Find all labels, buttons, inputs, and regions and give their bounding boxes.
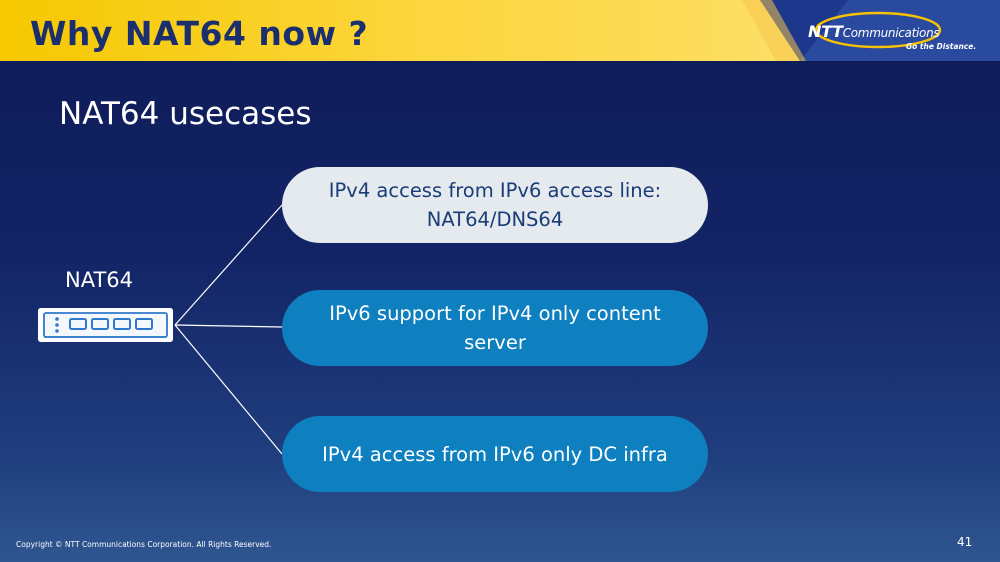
usecase-text: IPv4 access from IPv6 access line: NAT64… — [329, 176, 661, 234]
logo-band-accent — [742, 0, 806, 61]
connector-line-3 — [174, 324, 283, 455]
network-appliance-icon — [38, 308, 173, 342]
logo-communications-text: Communications — [842, 26, 940, 40]
usecase-dc-infra: IPv4 access from IPv6 only DC infra — [282, 416, 708, 492]
device-label: NAT64 — [65, 268, 133, 292]
usecase-ipv6-content-support: IPv6 support for IPv4 only content serve… — [282, 290, 708, 366]
logo-band-stripe — [760, 0, 848, 61]
logo-tagline: Go the Distance. — [906, 42, 977, 51]
logo-ntt-text: NTT — [808, 22, 843, 41]
usecase-text: IPv6 support for IPv4 only content serve… — [329, 299, 661, 357]
page-number: 41 — [957, 535, 973, 549]
connector-line-1 — [174, 204, 283, 326]
usecase-text: IPv4 access from IPv6 only DC infra — [322, 440, 668, 469]
connector-line-2 — [174, 324, 283, 328]
appliance-graphic — [38, 308, 173, 342]
copyright-notice: Copyright © NTT Communications Corporati… — [16, 540, 272, 549]
usecase-line: IPv4 access from IPv6 access line: — [328, 179, 662, 202]
logo-swoosh-icon — [814, 11, 942, 49]
usecase-line: IPv4 access from IPv6 only DC infra — [322, 442, 668, 466]
usecase-line: IPv6 support for IPv4 only content — [329, 302, 661, 325]
usecase-line: server — [464, 331, 526, 354]
slide-title: Why NAT64 now ? — [30, 14, 369, 53]
section-heading: NAT64 usecases — [59, 96, 312, 132]
usecase-line: NAT64/DNS64 — [426, 208, 564, 231]
logo-band — [742, 0, 1000, 61]
company-logo: NTTCommunications — [808, 22, 940, 41]
usecase-nat64-dns64: IPv4 access from IPv6 access line: NAT64… — [282, 167, 708, 243]
